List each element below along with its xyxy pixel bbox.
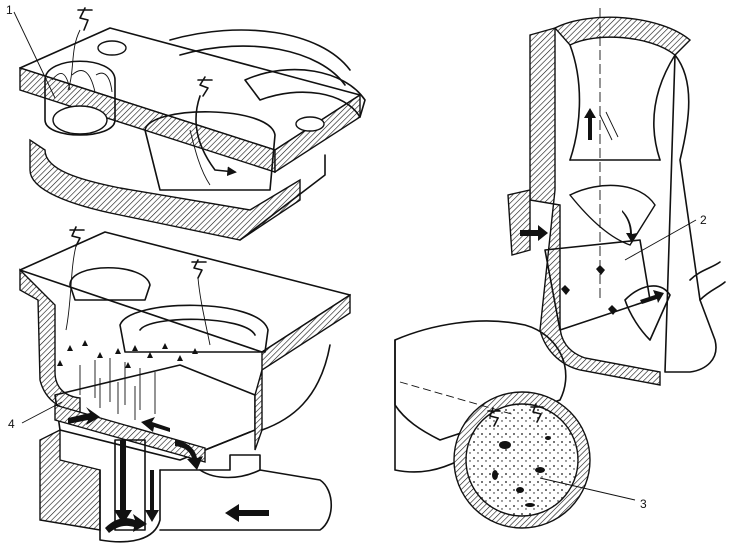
upper-manifold-section: [19, 7, 366, 241]
callout-label-1: 1: [6, 3, 13, 17]
pipe-cross-section: [394, 320, 591, 529]
callout-label-2: 2: [700, 213, 707, 227]
throttle-chamber-section: [507, 8, 726, 386]
callout-label-4: 4: [8, 417, 15, 431]
callout-leaders: [13, 11, 697, 501]
callout-label-3: 3: [640, 497, 647, 511]
lower-plenum-section: [19, 226, 351, 543]
